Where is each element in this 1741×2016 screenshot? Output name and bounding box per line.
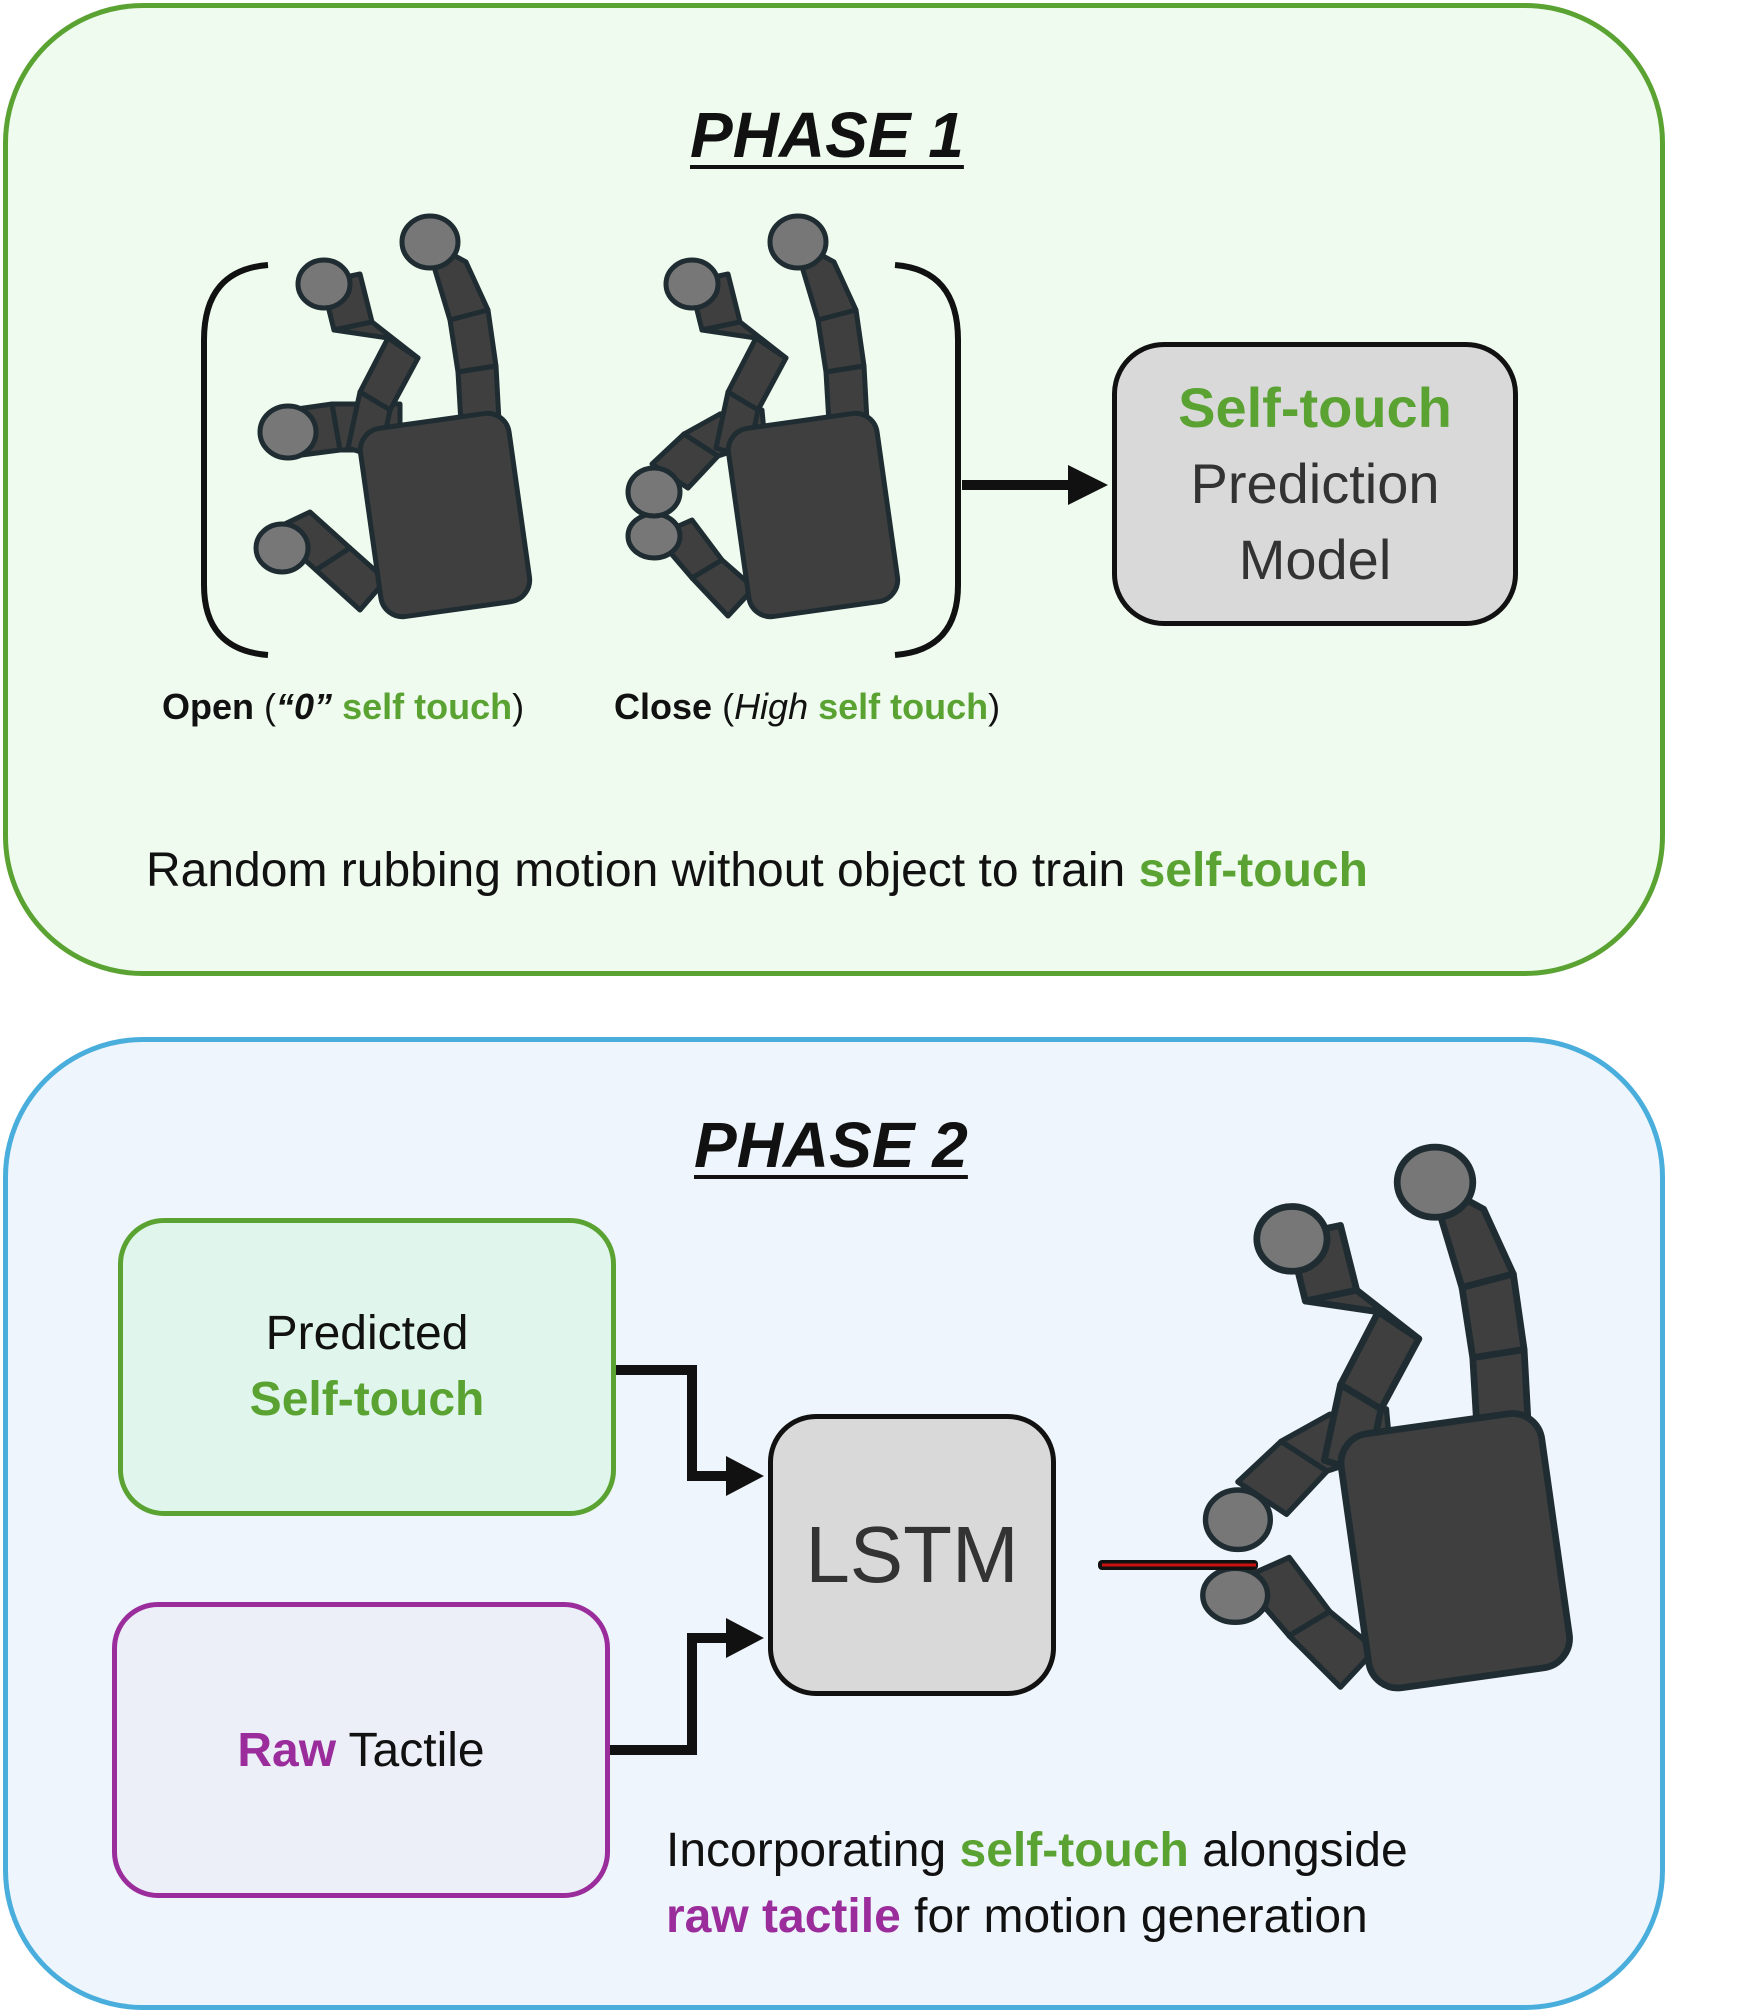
raw-tactile-box: Raw Tactile (112, 1602, 610, 1898)
lstm-label: LSTM (805, 1510, 1019, 1599)
open-paren-open: ( (264, 686, 277, 727)
model-box-line3: Model (1238, 528, 1392, 591)
phase2-desc-line2-tail: for motion generation (900, 1890, 1368, 1943)
phase2-description: Incorporating self-touch alongside raw t… (666, 1818, 1408, 1950)
self-touch-prediction-model-box: Self-touch Prediction Model (1112, 342, 1518, 626)
close-high: High (734, 686, 809, 727)
phase1-title: PHASE 1 (690, 99, 964, 171)
phase2-description-line1: Incorporating self-touch alongside (666, 1818, 1408, 1884)
predicted-box-line1: Predicted (265, 1307, 469, 1360)
open-zero: “0” (276, 686, 333, 727)
predicted-to-lstm-connector (616, 1365, 730, 1481)
arrow-right-icon (726, 1456, 764, 1496)
phase2-desc-line1-text: Incorporating (666, 1824, 960, 1877)
phase2-desc-line1-tail: alongside (1188, 1824, 1408, 1877)
raw-box-label: Tactile (336, 1723, 485, 1777)
arrow-right-icon (1068, 465, 1108, 505)
robot-hand-grasp-icon (1200, 1147, 1574, 1692)
phase1-description-highlight: self-touch (1138, 844, 1368, 897)
open-self-touch: self touch (342, 686, 513, 727)
lstm-box: LSTM (768, 1414, 1056, 1696)
open-label: Open (162, 686, 255, 727)
predicted-box-line2: Self-touch (249, 1373, 485, 1426)
predicted-self-touch-box: Predicted Self-touch (118, 1218, 616, 1516)
arrow-right-icon (726, 1618, 764, 1658)
robot-hand-closed-icon (625, 216, 900, 620)
phase1-description: Random rubbing motion without object to … (146, 838, 1368, 904)
open-paren-close: ) (512, 686, 525, 727)
model-box-line1: Self-touch (1178, 376, 1452, 439)
robot-hand-open-icon (253, 216, 532, 620)
raw-box-text: Raw Tactile (237, 1723, 484, 1778)
close-label: Close (614, 686, 713, 727)
phase1-description-text: Random rubbing motion without object to … (146, 844, 1139, 897)
phase2-title: PHASE 2 (694, 1109, 968, 1181)
left-bracket (201, 262, 269, 658)
raw-to-lstm-connector (610, 1633, 730, 1755)
close-caption: Close (High self touch) (614, 686, 1000, 728)
close-self-touch: self touch (818, 686, 989, 727)
phase2-description-line2: raw tactile for motion generation (666, 1884, 1408, 1950)
phase2-desc-line2-highlight: raw tactile (666, 1890, 901, 1943)
close-paren-close: ) (988, 686, 1001, 727)
phase2-desc-line1-highlight: self-touch (959, 1824, 1189, 1877)
open-caption: Open (“0” self touch) (162, 686, 524, 728)
model-box-line2: Prediction (1190, 452, 1440, 515)
close-paren-open: ( (722, 686, 735, 727)
right-bracket (894, 262, 961, 658)
raw-box-highlight: Raw (237, 1723, 337, 1777)
